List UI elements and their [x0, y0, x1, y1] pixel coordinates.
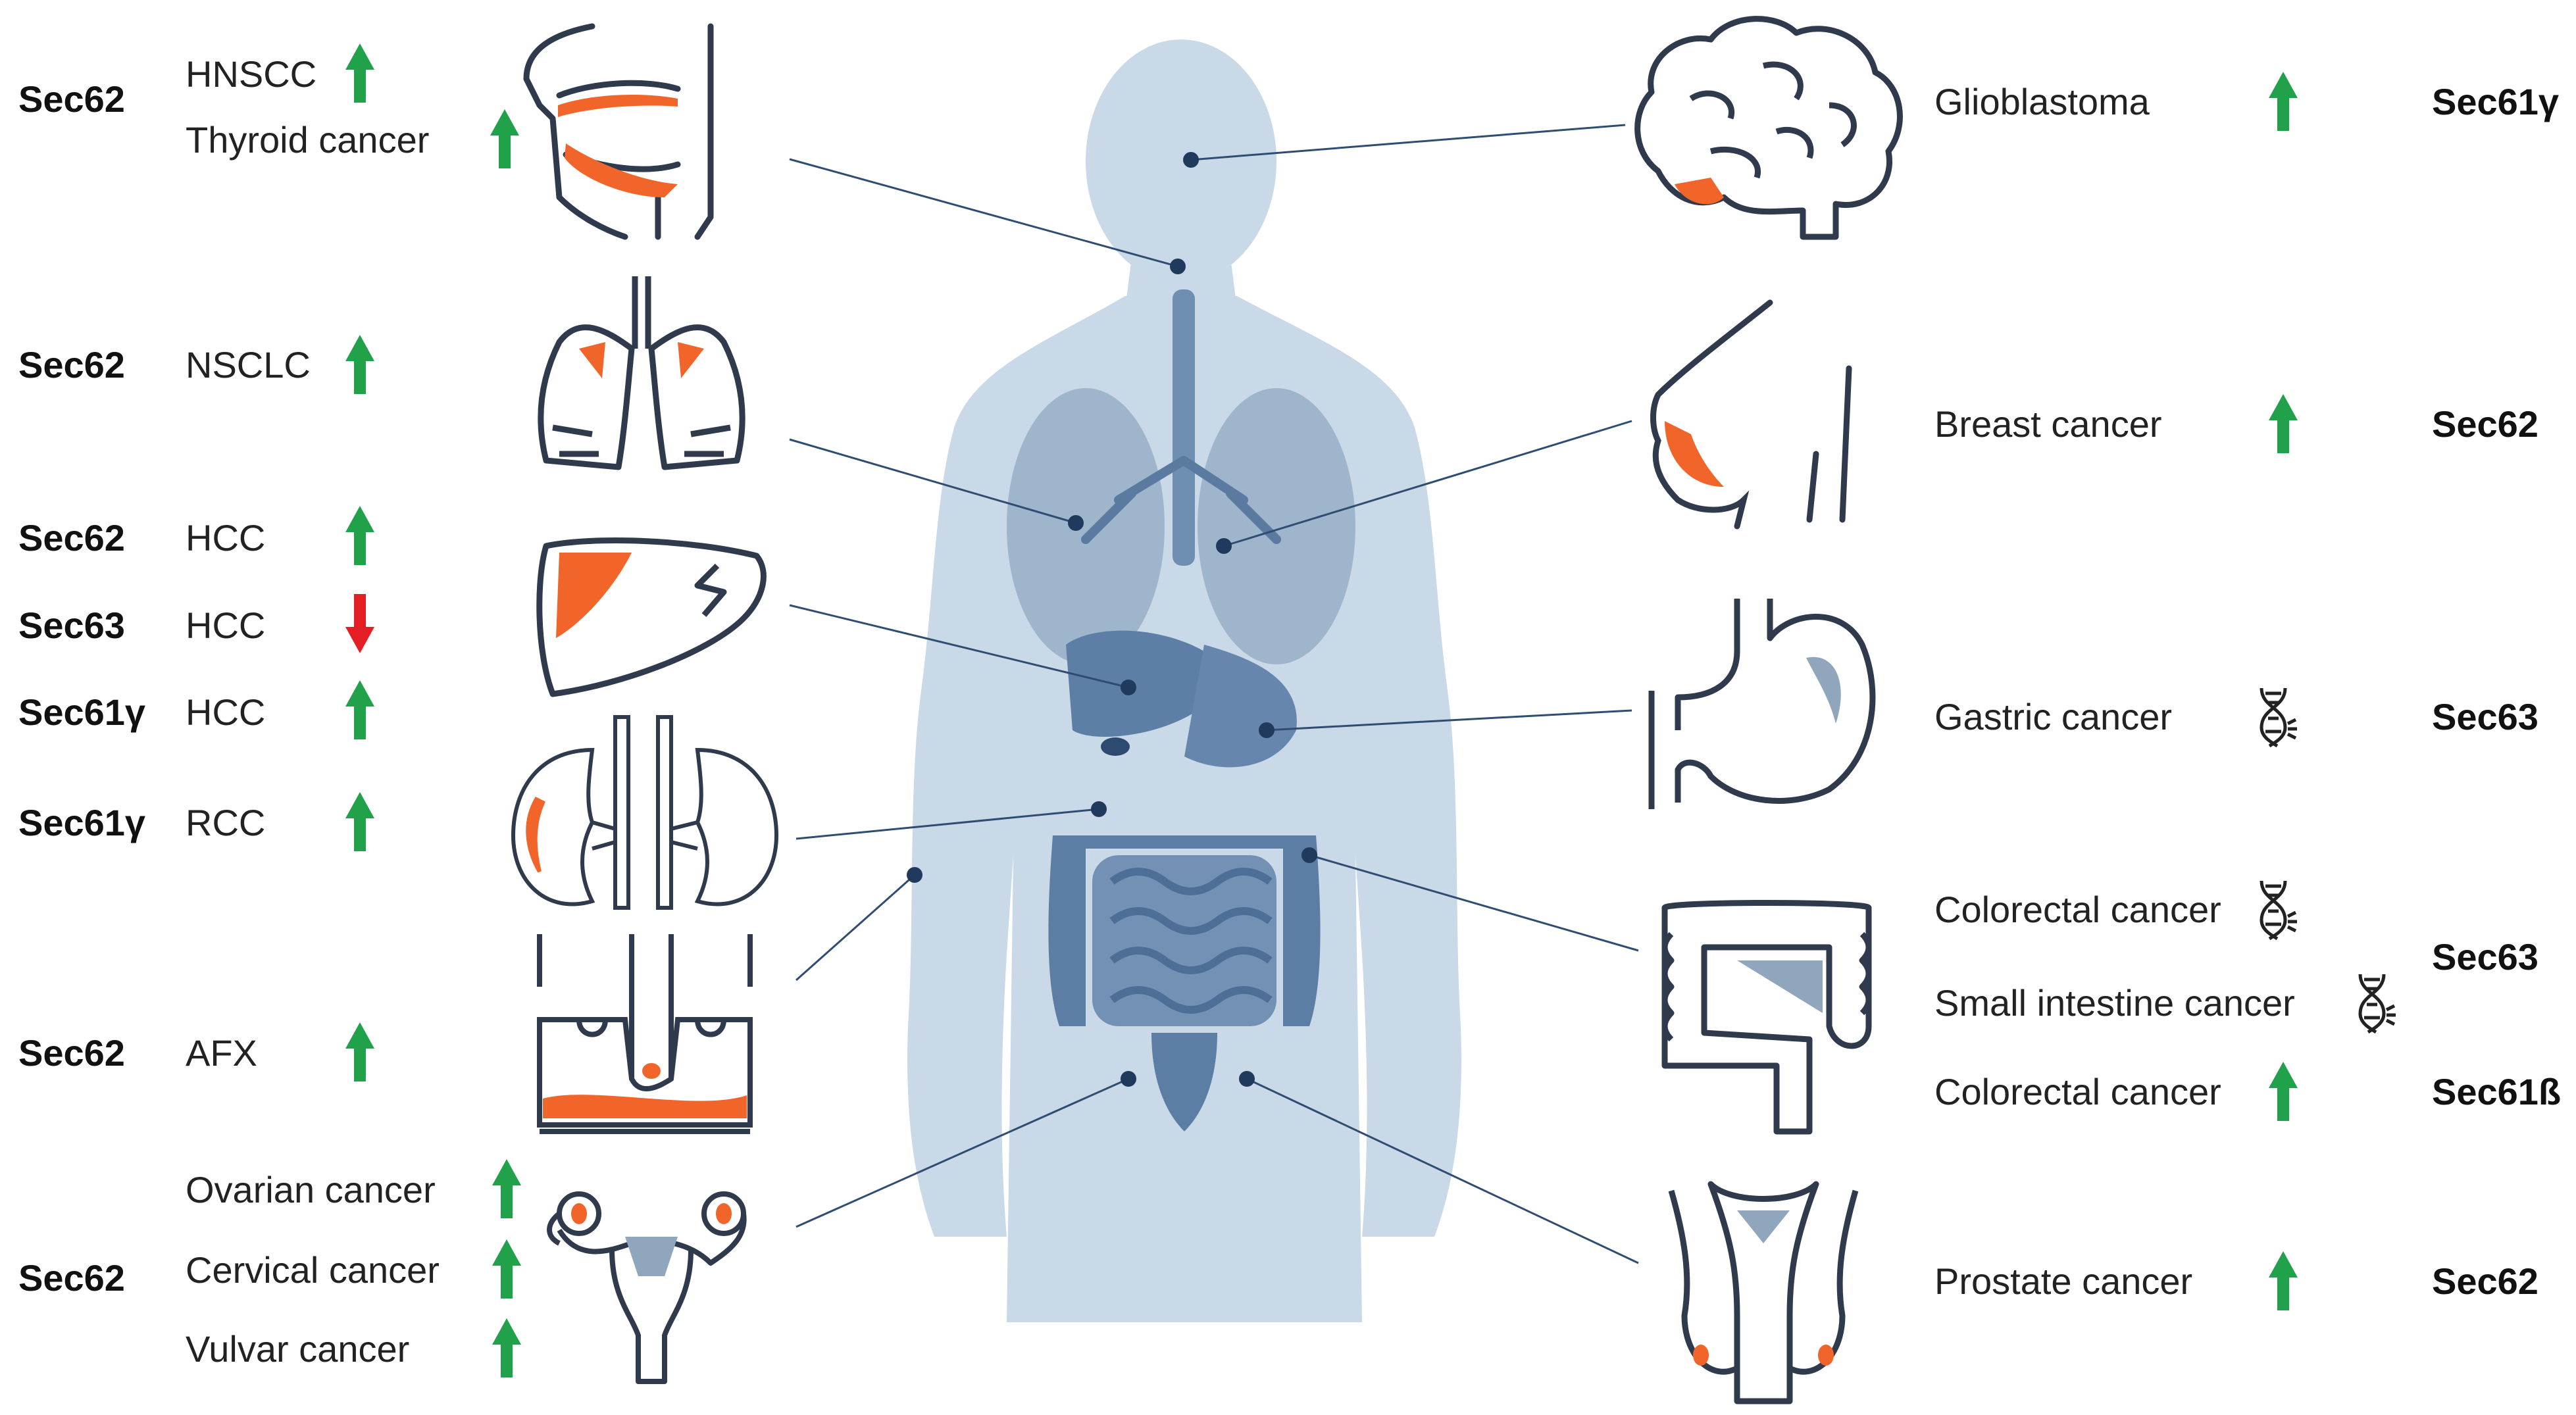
protein-label-brain: Sec61γ — [2432, 81, 2560, 122]
kidneys-icon — [511, 715, 779, 910]
protein-label-skin: Sec62 — [18, 1032, 125, 1074]
up-arrow-icon — [2269, 1062, 2298, 1121]
cancer-label-breast: Breast cancer — [1934, 403, 2162, 445]
cancer-label-hcc-1: HCC — [186, 517, 266, 559]
up-arrow-icon — [345, 1022, 374, 1081]
uterus-icon — [547, 1191, 747, 1384]
cancer-label-colorectal-1: Colorectal cancer — [1934, 889, 2221, 930]
protein-label-breast: Sec62 — [2432, 403, 2538, 445]
up-arrow-icon — [345, 335, 374, 394]
up-arrow-icon — [492, 1159, 521, 1218]
cancer-label-nsclc: NSCLC — [186, 344, 311, 385]
protein-label-female-reproductive: Sec62 — [18, 1257, 125, 1299]
cancer-label-gastric: Gastric cancer — [1934, 696, 2172, 737]
protein-label-prostate: Sec62 — [2432, 1260, 2538, 1302]
protein-label-intestine-2: Sec61ß — [2432, 1071, 2562, 1112]
brain-icon — [1634, 16, 1903, 240]
dna-mutation-icon — [2261, 881, 2297, 939]
liver-icon — [536, 537, 767, 697]
protein-label-liver-2: Sec63 — [18, 605, 125, 646]
cancer-label-hcc-2: HCC — [186, 605, 266, 646]
protein-label-head-neck: Sec62 — [18, 78, 125, 120]
skin-hair-follicle-icon — [537, 934, 753, 1134]
dna-mutation-icon — [2360, 974, 2396, 1032]
breast-icon — [1650, 299, 1852, 530]
lungs-icon — [538, 276, 745, 470]
cancer-label-vulvar: Vulvar cancer — [186, 1328, 410, 1370]
cancer-label-colorectal-2: Colorectal cancer — [1934, 1071, 2221, 1112]
up-arrow-icon — [345, 43, 374, 103]
protein-label-stomach: Sec63 — [2432, 696, 2538, 737]
protein-label-intestine-1: Sec63 — [2432, 936, 2538, 978]
cancer-label-hcc-3: HCC — [186, 691, 266, 733]
cancer-label-afx: AFX — [186, 1032, 257, 1074]
connector-lines — [789, 124, 1639, 1264]
up-arrow-icon — [2269, 394, 2298, 453]
cancer-label-glioblastoma: Glioblastoma — [1934, 81, 2150, 122]
up-arrow-icon — [492, 1239, 521, 1299]
up-arrow-icon — [345, 792, 374, 851]
up-arrow-icon — [345, 680, 374, 739]
male-reproductive-icon — [1668, 1181, 1859, 1404]
protein-label-liver-3: Sec61γ — [18, 691, 146, 733]
connector-dots — [907, 152, 1317, 1087]
up-arrow-icon — [492, 1318, 521, 1378]
cancer-label-thyroid: Thyroid cancer — [186, 119, 430, 161]
colon-icon — [1661, 900, 1872, 1135]
cancer-label-small-intestine: Small intestine cancer — [1934, 982, 2295, 1024]
up-arrow-icon — [490, 109, 519, 168]
protein-label-lung: Sec62 — [18, 344, 125, 385]
internal-organs — [1007, 289, 1355, 1131]
up-arrow-icon — [2269, 72, 2298, 131]
stomach-icon — [1648, 599, 1876, 809]
dna-mutation-icon — [2261, 688, 2297, 746]
up-arrow-icon — [345, 506, 374, 565]
cancer-label-prostate: Prostate cancer — [1934, 1260, 2193, 1302]
cancer-label-rcc: RCC — [186, 802, 266, 843]
cancer-label-hnscc: HNSCC — [186, 53, 317, 95]
protein-label-liver-1: Sec62 — [18, 517, 125, 559]
protein-label-kidney: Sec61γ — [18, 802, 146, 843]
down-arrow-icon — [345, 594, 374, 653]
up-arrow-icon — [2269, 1251, 2298, 1310]
head-neck-icon — [523, 23, 714, 240]
cancer-label-cervical: Cervical cancer — [186, 1249, 440, 1291]
cancer-label-ovarian: Ovarian cancer — [186, 1169, 436, 1210]
